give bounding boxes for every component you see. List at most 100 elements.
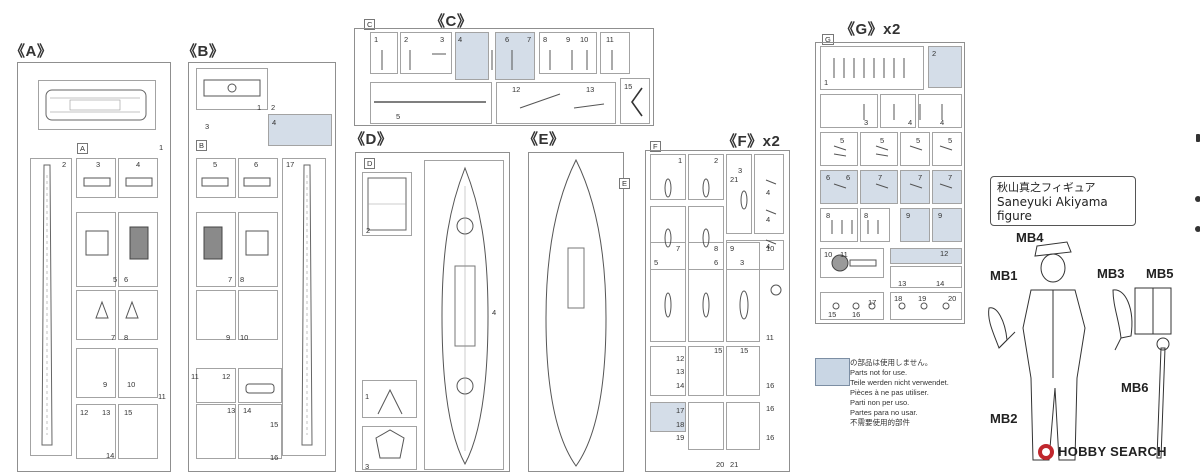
part-num: 5	[396, 112, 401, 121]
part-num: 1	[824, 78, 829, 87]
figure-part-mb4: MB4	[1016, 230, 1044, 245]
part-num: 11	[766, 333, 774, 342]
part-num: 19	[918, 294, 927, 303]
sprue-b-cell	[238, 404, 282, 459]
part-num: 13	[898, 279, 907, 288]
sprue-c-part-15-drawing	[631, 87, 643, 117]
part-num: 14	[243, 406, 252, 415]
part-num: 1	[374, 35, 379, 44]
part-num: 10	[580, 35, 589, 44]
figure-part-mb6: MB6	[1121, 380, 1149, 395]
sprue-c-frame	[354, 28, 654, 126]
part-num: 7	[228, 275, 233, 284]
part-num: 9	[226, 333, 231, 342]
part-num: 3	[96, 160, 101, 169]
sprue-g-cell	[820, 248, 884, 278]
legend-line-en: Parts not for use.	[850, 368, 908, 377]
part-num: 9	[730, 244, 735, 253]
sprue-b-title: 《B》	[182, 43, 225, 60]
part-num: 4	[766, 242, 771, 251]
sprue-a-parts-5-6-drawing	[85, 226, 149, 260]
sprue-g-cell	[918, 94, 962, 128]
part-num: 9	[938, 211, 943, 220]
sprue-g-cell	[890, 266, 962, 288]
part-num: 7	[918, 173, 923, 182]
part-num: 15	[740, 346, 749, 355]
sprue-b-unused-part-4	[268, 114, 332, 146]
sprue-a-part-2-drawing	[41, 164, 53, 446]
part-num: 12	[80, 408, 89, 417]
sprue-f-cell	[650, 154, 686, 200]
part-num: 2	[404, 35, 409, 44]
sprue-d-part-2-drawing	[367, 177, 407, 231]
sprue-b-part-12-drawing	[245, 383, 275, 394]
part-num: 20	[948, 294, 957, 303]
part-num: 13	[676, 367, 685, 376]
part-num: 19	[676, 433, 685, 442]
part-num: 6	[254, 160, 259, 169]
part-num: 4	[766, 215, 771, 224]
sprue-b-part-1-drawing	[203, 79, 261, 97]
figure-akiyama-drawing	[988, 241, 1172, 461]
sprue-c-part-5-drawing	[374, 101, 486, 103]
part-num: 10	[824, 250, 833, 259]
sprue-g-cell	[890, 292, 962, 320]
sprue-g-unused-part-7b	[900, 170, 930, 204]
sprue-a-cell	[118, 348, 158, 398]
part-num: 5	[213, 160, 218, 169]
part-num: 16	[270, 453, 279, 462]
sprue-g-unused-part-7	[860, 170, 898, 204]
figure-title-box: 秋山真之フィギュア Saneyuki Akiyama figure	[990, 176, 1136, 226]
sprue-d-part-4-deck-drawing	[441, 166, 489, 466]
part-num: 13	[586, 85, 595, 94]
part-num: 1	[678, 156, 683, 165]
part-num: 10	[240, 333, 249, 342]
part-num: 5	[916, 136, 921, 145]
part-num: 3	[205, 122, 210, 131]
sprue-e-tag: E	[619, 178, 631, 189]
part-num: 7	[676, 244, 681, 253]
sprue-b-tag: B	[196, 140, 208, 151]
part-num: 5	[880, 136, 885, 145]
part-num: 3	[365, 462, 370, 471]
part-num: 7	[948, 173, 953, 182]
sprue-d-tag: D	[364, 158, 376, 169]
sprue-g-parts-15-20-drawing	[832, 302, 950, 310]
part-num: 14	[936, 279, 945, 288]
part-num: 3	[740, 258, 745, 267]
sprue-a-parts-7-8-drawing	[95, 300, 139, 319]
unused-parts-swatch	[815, 358, 850, 386]
edge-bullet	[1195, 226, 1200, 232]
sprue-e-lower-hull-drawing	[545, 158, 607, 467]
figure-part-mb5: MB5	[1146, 266, 1174, 281]
sprue-g-part-11-drawing	[831, 254, 877, 272]
sprue-f-cell	[650, 242, 686, 342]
part-num: 10	[127, 380, 136, 389]
part-num: 11	[606, 35, 614, 44]
sprue-a-parts-3-4-drawing	[83, 177, 153, 187]
part-num: 12	[940, 249, 949, 258]
sprue-g-part-1-drawing	[833, 58, 905, 78]
part-num: 11	[191, 372, 199, 381]
part-num: 8	[826, 211, 831, 220]
sprue-a-part-1-drawing	[45, 89, 147, 121]
sprue-a-cell	[118, 404, 158, 459]
part-num: 16	[766, 381, 775, 390]
part-num: 7	[527, 35, 532, 44]
part-num: 16	[766, 404, 775, 413]
sprue-a-cell	[118, 212, 158, 287]
legend-line-it: Parti non per uso.	[850, 398, 910, 407]
part-num: 6	[505, 35, 510, 44]
sprue-g-unused-part-6	[820, 170, 858, 204]
part-num: 4	[908, 118, 913, 127]
part-num: 4	[766, 188, 771, 197]
sprue-d-cell	[362, 380, 417, 418]
sprue-b-hull-side-right	[282, 158, 326, 456]
part-num: 4	[136, 160, 141, 169]
sprue-e-frame	[528, 152, 624, 472]
figure-part-mb3: MB3	[1097, 266, 1125, 281]
part-num: 1	[159, 143, 164, 152]
part-num: 16	[852, 310, 861, 319]
part-num: 15	[124, 408, 133, 417]
sprue-b-parts-7-8-drawing	[203, 226, 269, 260]
